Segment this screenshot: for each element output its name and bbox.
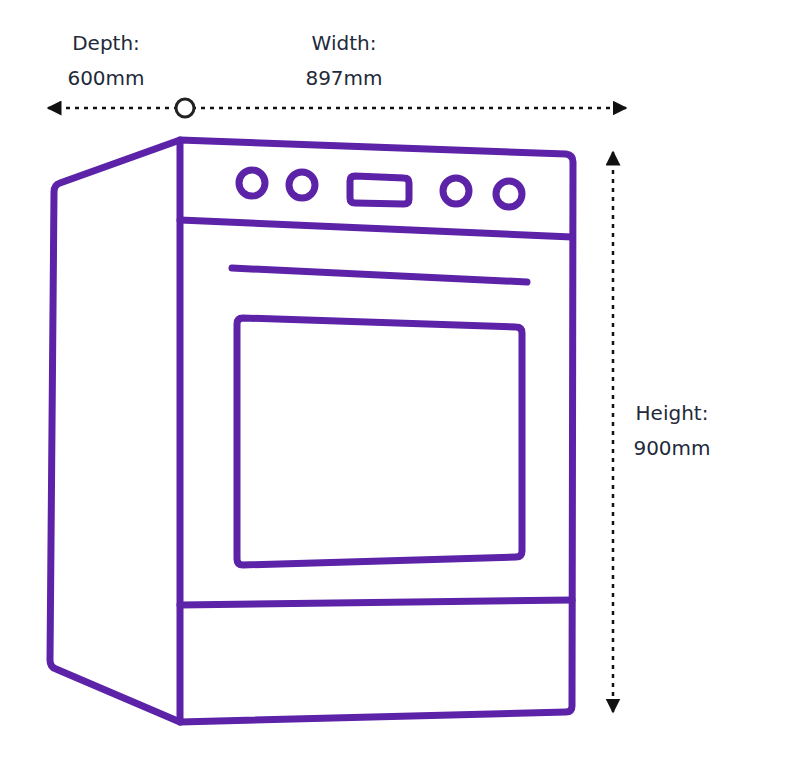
depth-marker bbox=[176, 99, 194, 117]
drawer-line bbox=[180, 600, 572, 605]
dimension-label: Height: 900mm bbox=[625, 396, 720, 466]
knob bbox=[496, 181, 522, 207]
height-dimension-line bbox=[612, 152, 615, 712]
dimension-label: Width: 897mm bbox=[299, 26, 389, 96]
oven-handle bbox=[232, 268, 527, 282]
control-panel-line bbox=[180, 220, 572, 237]
dimension-label: Depth: 600mm bbox=[61, 26, 151, 96]
width-dimension-line bbox=[48, 107, 626, 110]
knob bbox=[443, 178, 469, 204]
cooker-side bbox=[50, 140, 180, 722]
cooker-outline bbox=[50, 140, 573, 722]
knob bbox=[289, 172, 315, 198]
dimension-lines bbox=[48, 99, 626, 712]
cooker-front bbox=[180, 140, 573, 722]
oven-window bbox=[237, 318, 522, 565]
display bbox=[350, 176, 409, 204]
knob bbox=[239, 170, 265, 196]
